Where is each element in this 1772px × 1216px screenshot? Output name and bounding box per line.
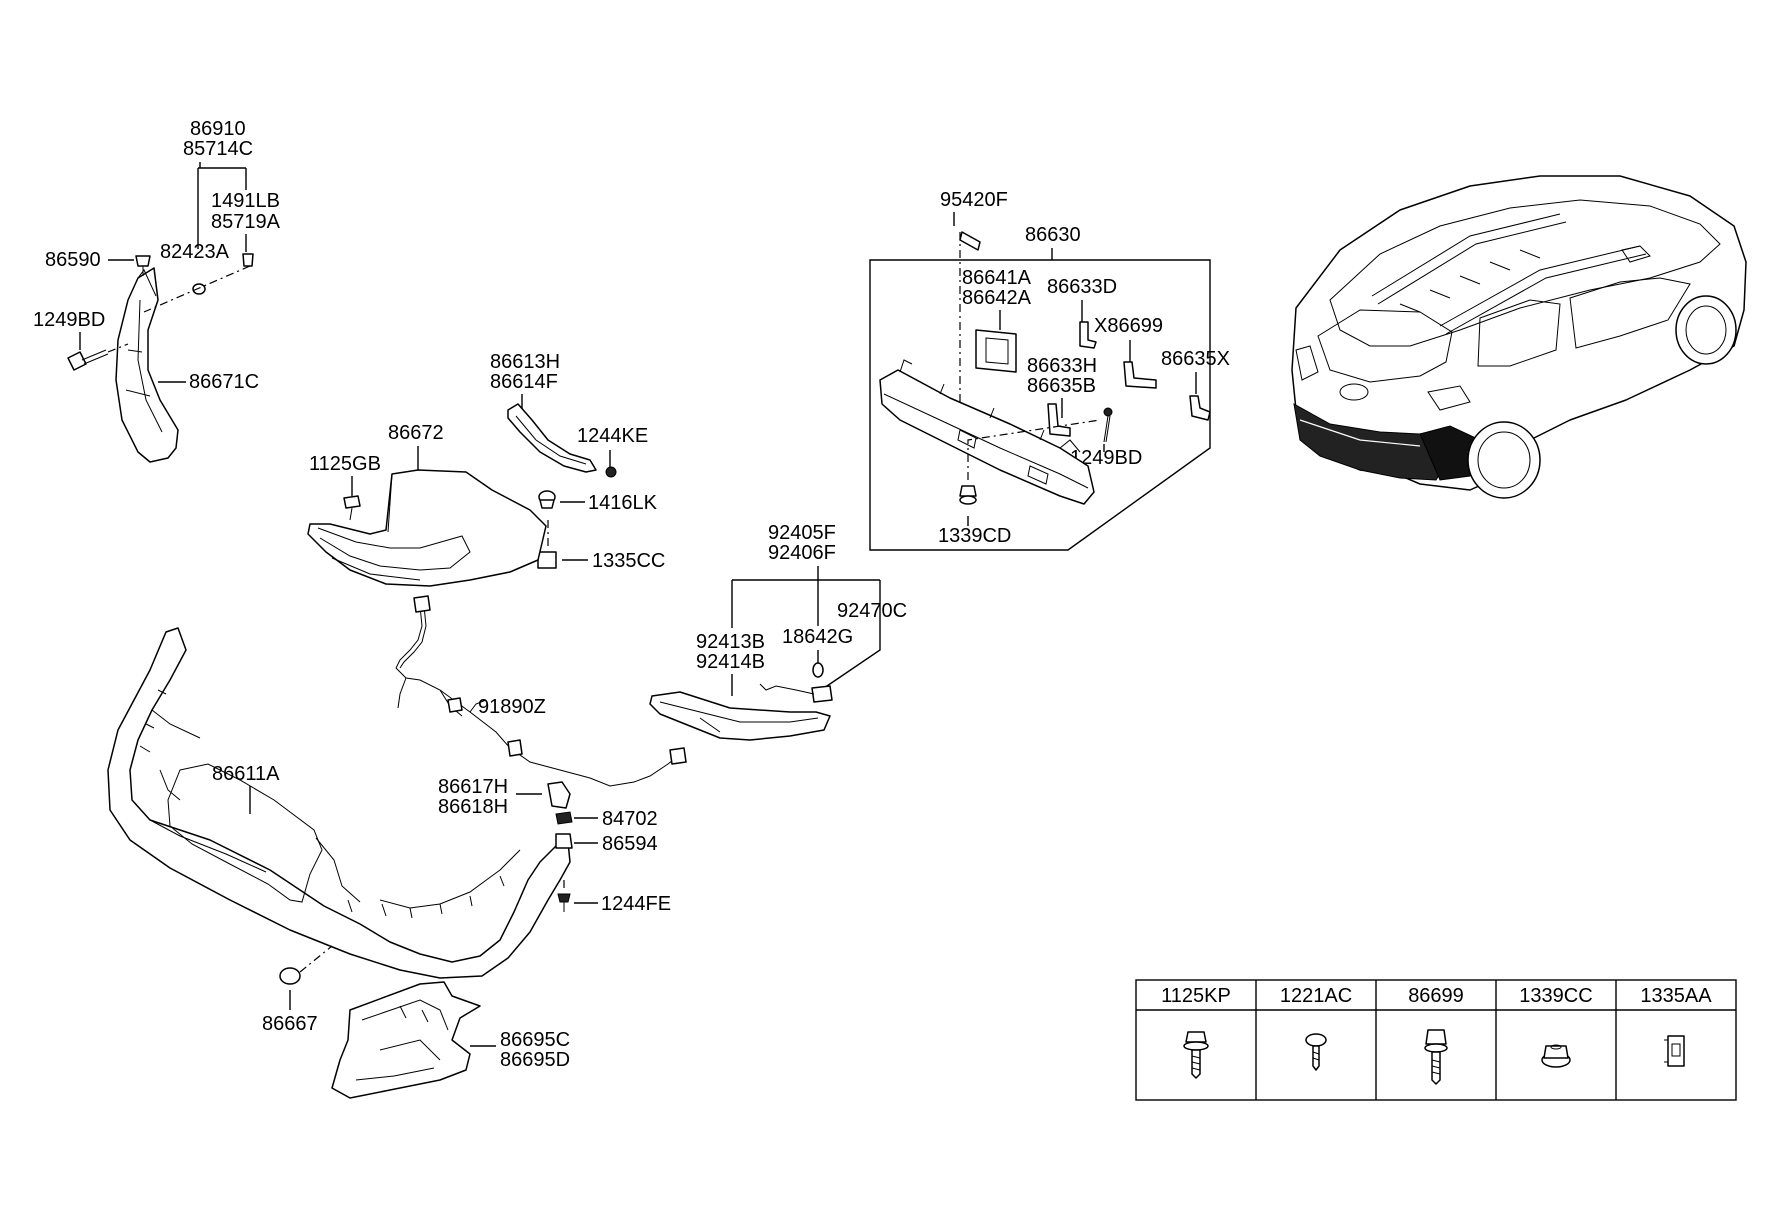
nut-1339CD-icon: [959, 485, 977, 505]
label-1335CC[interactable]: 1335CC: [592, 550, 665, 572]
rear-reflector-92413B-part: [649, 691, 831, 741]
flange-bolt-icon: [1183, 1031, 1209, 1079]
label-95420F[interactable]: 95420F: [940, 189, 1008, 211]
socket-92470C-icon: [811, 685, 833, 703]
label-86590[interactable]: 86590: [45, 249, 101, 271]
table-header-4: 1339CC: [1519, 985, 1592, 1007]
nut-icon: [1541, 1044, 1571, 1068]
label-X86699[interactable]: X86699: [1094, 315, 1163, 337]
label-1244KE[interactable]: 1244KE: [577, 425, 648, 447]
label-86613H[interactable]: 86613H: [490, 351, 560, 373]
bumper-cover-group: 86611A 86617H 86618H 84702 86594 1244FE …: [107, 627, 671, 1035]
label-18642G[interactable]: 18642G: [782, 626, 853, 648]
label-86642A[interactable]: 86642A: [962, 287, 1032, 309]
bracket-86635X-part: [1189, 395, 1211, 421]
screw-85719A-icon: [242, 253, 254, 267]
table-header-5: 1335AA: [1640, 985, 1712, 1007]
label-85719A[interactable]: 85719A: [211, 211, 281, 233]
label-86671C[interactable]: 86671C: [189, 371, 259, 393]
vehicle-rear-window: [1317, 309, 1453, 383]
bolt-1249BD-right-icon: [1103, 407, 1113, 443]
label-1249BD-right[interactable]: 1249BD: [1070, 447, 1142, 469]
label-92470C[interactable]: 92470C: [837, 600, 907, 622]
fastener-table: 1125KP 1221AC 86699 1339CC 1335AA: [1135, 979, 1737, 1101]
vehicle-rear-wheel: [1467, 421, 1541, 499]
bracket-86641A-part: [975, 329, 1017, 373]
screw-1244KE-icon: [605, 466, 617, 478]
label-1244FE[interactable]: 1244FE: [601, 893, 671, 915]
vehicle-front-wheel: [1675, 295, 1737, 365]
under-cover-group: 86695C 86695D: [331, 981, 570, 1099]
wiring-harness-group: 91890Z: [395, 595, 687, 787]
label-82423A[interactable]: 82423A: [160, 241, 230, 263]
label-85714C[interactable]: 85714C: [183, 138, 253, 160]
screw-icon: [1305, 1033, 1327, 1071]
bolt-1125GB-icon: [343, 495, 361, 521]
plug-86667-icon: [279, 967, 301, 985]
label-84702[interactable]: 84702: [602, 808, 658, 830]
label-86635X[interactable]: 86635X: [1161, 348, 1230, 370]
sensor-95420F-icon: [959, 231, 981, 251]
label-86633D[interactable]: 86633D: [1047, 276, 1117, 298]
vehicle-illustration: [1291, 175, 1747, 499]
side-bracket-group: 86613H 86614F 1244KE 86672 1125GB 1416LK…: [307, 351, 665, 587]
bracket-86617H-part: [547, 781, 571, 809]
label-86672[interactable]: 86672: [388, 422, 444, 444]
table-header-1: 1125KP: [1161, 985, 1231, 1007]
label-86695C[interactable]: 86695C: [500, 1029, 570, 1051]
label-86611A[interactable]: 86611A: [212, 763, 280, 785]
label-86614F[interactable]: 86614F: [490, 371, 558, 393]
label-92413B[interactable]: 92413B: [696, 631, 765, 653]
mud-guard-part: [115, 267, 179, 463]
label-86667[interactable]: 86667: [262, 1013, 318, 1035]
table-header-3: 86699: [1408, 985, 1464, 1007]
label-86617H[interactable]: 86617H: [438, 776, 508, 798]
under-cover-86695C-part: [331, 981, 481, 1099]
label-86635B[interactable]: 86635B: [1027, 375, 1096, 397]
clip-icon: [1664, 1035, 1685, 1067]
label-92405F[interactable]: 92405F: [768, 522, 836, 544]
washer-82423A-icon: [192, 283, 206, 295]
label-1339CD[interactable]: 1339CD: [938, 525, 1011, 547]
side-panel-86672-part: [307, 469, 547, 587]
label-92406F[interactable]: 92406F: [768, 542, 836, 564]
hex-bolt-icon: [1424, 1029, 1448, 1085]
rear-lamp-group: 92405F 92406F 92470C 92413B 92414B 18642…: [649, 522, 907, 741]
bolt-1249BD-left-icon: [67, 349, 109, 371]
label-92414B[interactable]: 92414B: [696, 651, 765, 673]
label-1491LB[interactable]: 1491LB: [211, 190, 280, 212]
mud-guard-group: 86910 85714C 1491LB 85719A 82423A 86590 …: [33, 118, 281, 463]
screw-1244FE-icon: [557, 893, 571, 912]
bracket-86633H-part: [1047, 403, 1071, 437]
label-91890Z[interactable]: 91890Z: [478, 696, 546, 718]
bulb-18642G-icon: [812, 662, 824, 678]
label-86630[interactable]: 86630: [1025, 224, 1081, 246]
clip-1335CC-icon: [537, 551, 557, 569]
assembly-box: [869, 259, 1211, 551]
clip-84702-icon: [555, 811, 573, 825]
label-86618H[interactable]: 86618H: [438, 796, 508, 818]
label-86641A[interactable]: 86641A: [962, 267, 1032, 289]
clip-86590-icon: [135, 255, 151, 276]
back-beam-group: 95420F 86630 86641A 86642A 86633D X86699…: [869, 189, 1230, 551]
label-86910[interactable]: 86910: [190, 118, 246, 140]
bracket-86613H-part: [507, 403, 597, 473]
label-1416LK[interactable]: 1416LK: [588, 492, 658, 514]
label-86695D[interactable]: 86695D: [500, 1049, 570, 1071]
wiring-harness-91890Z-part: [395, 605, 679, 787]
bracket-X86699-part: [1123, 361, 1157, 389]
label-1125GB[interactable]: 1125GB: [309, 453, 381, 475]
clip-86594-icon: [555, 833, 573, 849]
label-86594[interactable]: 86594: [602, 833, 658, 855]
clip-1416LK-icon: [538, 490, 556, 509]
bracket-86633D-part: [1079, 321, 1097, 349]
label-1249BD-left[interactable]: 1249BD: [33, 309, 105, 331]
bumper-cover-86611A-part: [107, 627, 571, 979]
table-header-2: 1221AC: [1280, 985, 1352, 1007]
label-86633H[interactable]: 86633H: [1027, 355, 1097, 377]
